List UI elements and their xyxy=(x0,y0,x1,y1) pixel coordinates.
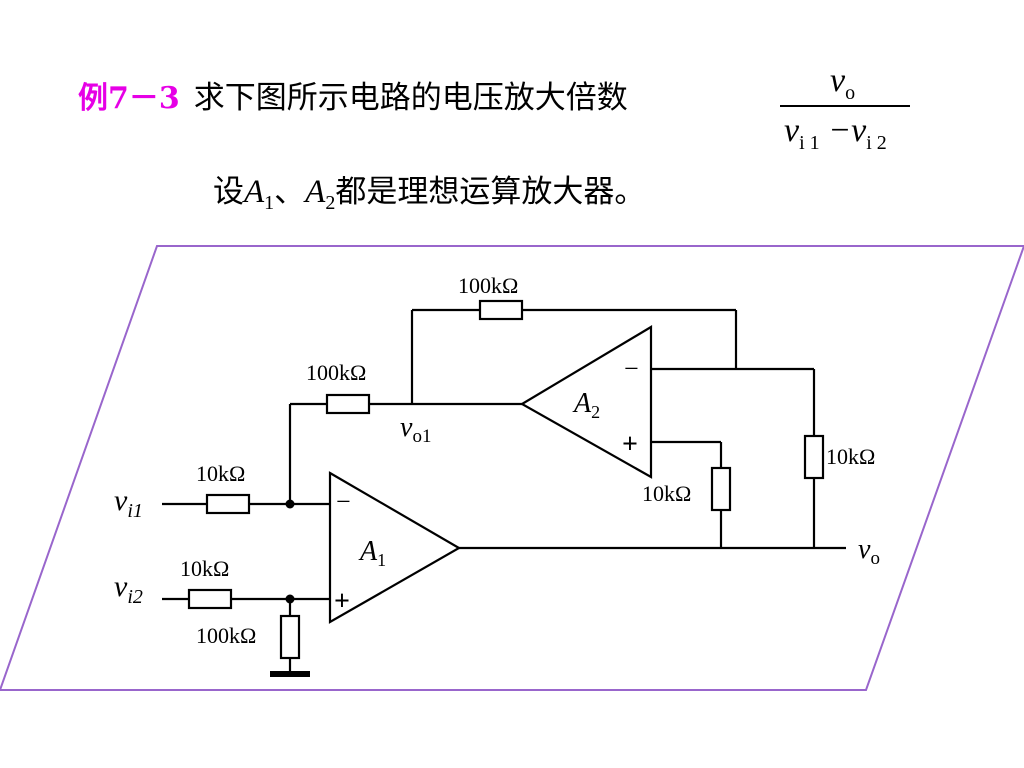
label-vo1: vo1 xyxy=(400,412,431,447)
assumption-text: 设A1、A2都是理想运算放大器。 xyxy=(213,174,646,215)
resistor-vi1 xyxy=(205,493,251,515)
opamp-a1-minus: − xyxy=(336,487,351,516)
example-label: 例7－3 xyxy=(78,81,180,116)
label-r-ground: 100kΩ xyxy=(196,623,256,648)
opamp-a1-plus: + xyxy=(334,586,350,617)
resistor-input-a2 xyxy=(325,393,371,415)
opamp-a1 xyxy=(328,471,462,624)
fraction-numerator: vo xyxy=(830,62,856,104)
diagram-frame xyxy=(0,245,1024,691)
resistor-output xyxy=(803,434,825,480)
problem-title: 例7－3 求下图所示电路的电压放大倍数 xyxy=(78,78,628,119)
resistor-feedback-a2 xyxy=(478,299,524,321)
label-r-vi1: 10kΩ xyxy=(196,461,245,486)
label-r-output: 10kΩ xyxy=(826,444,875,469)
opamp-a2-label: A2 xyxy=(572,388,600,422)
fraction-bar xyxy=(780,105,910,107)
opamp-a2-minus: − xyxy=(624,354,639,383)
label-vi1: vi1 xyxy=(114,484,143,522)
opamp-a2-plus: + xyxy=(622,429,638,460)
label-vo: vo xyxy=(858,534,880,569)
resistor-vi2 xyxy=(187,588,233,610)
resistor-ground xyxy=(279,614,301,660)
label-r-feedback-a2: 100kΩ xyxy=(458,273,518,298)
label-vi2: vi2 xyxy=(114,570,143,608)
label-r-vi2: 10kΩ xyxy=(180,556,229,581)
label-r-input-a2: 100kΩ xyxy=(306,360,366,385)
junction-dot xyxy=(285,499,295,509)
fraction-denominator: vi 1 −vi 2 xyxy=(784,112,887,154)
resistor-a2-plus xyxy=(710,466,732,512)
junction-dot xyxy=(285,594,295,604)
gain-fraction: vo vi 1 −vi 2 xyxy=(780,62,910,162)
label-r-a2-plus: 10kΩ xyxy=(642,481,691,506)
opamp-a2 xyxy=(519,325,653,479)
problem-statement: 求下图所示电路的电压放大倍数 xyxy=(193,80,628,116)
wires xyxy=(162,308,846,672)
opamp-a1-label: A1 xyxy=(358,536,386,570)
